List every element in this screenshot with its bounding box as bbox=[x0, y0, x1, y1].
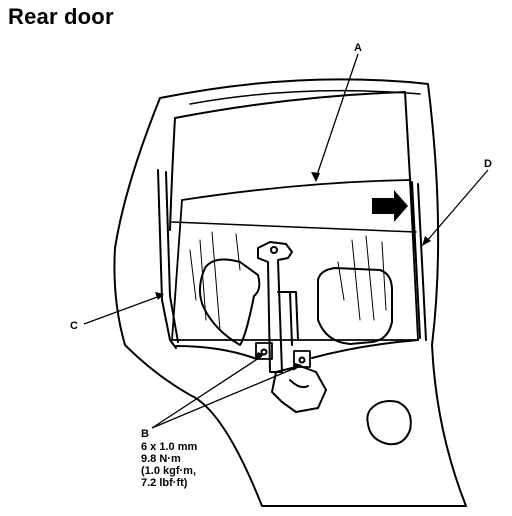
door-glass bbox=[171, 179, 419, 341]
leader-a bbox=[315, 53, 359, 179]
access-hole-right bbox=[317, 267, 393, 345]
callout-c: C bbox=[70, 320, 78, 332]
window-frame bbox=[169, 91, 415, 249]
speaker-hole bbox=[366, 400, 412, 446]
glass-run-channel-d bbox=[411, 181, 427, 341]
window-regulator-rail bbox=[257, 241, 293, 373]
spec-bolt-size: 6 x 1.0 mm bbox=[141, 441, 198, 453]
diagram-title: Rear door bbox=[8, 4, 114, 29]
spec-torque-kgfm: (1.0 kgf·m, bbox=[141, 465, 197, 477]
callout-d: D bbox=[484, 158, 492, 170]
callout-b: B bbox=[141, 428, 149, 440]
leader-b1 bbox=[151, 355, 263, 429]
bolt-bracket-right bbox=[293, 350, 311, 368]
bolt-bracket-left bbox=[255, 342, 273, 360]
direction-arrow-icon bbox=[372, 190, 408, 222]
door-outer-panel bbox=[113, 78, 467, 507]
glass-run-channel-c bbox=[157, 169, 179, 349]
glass-hatching bbox=[189, 231, 387, 331]
leader-c bbox=[83, 295, 161, 325]
spec-torque-nm: 9.8 N·m bbox=[141, 453, 181, 465]
leader-b2 bbox=[151, 365, 301, 429]
regulator-motor bbox=[271, 365, 327, 413]
access-hole-left bbox=[199, 258, 261, 346]
torque-spec: 6 x 1.0 mm 9.8 N·m (1.0 kgf·m, 7.2 lbf·f… bbox=[141, 441, 197, 489]
leader-d bbox=[425, 169, 489, 243]
spec-torque-lbfft: 7.2 lbf·ft) bbox=[141, 477, 188, 489]
callout-a: A bbox=[354, 42, 362, 54]
